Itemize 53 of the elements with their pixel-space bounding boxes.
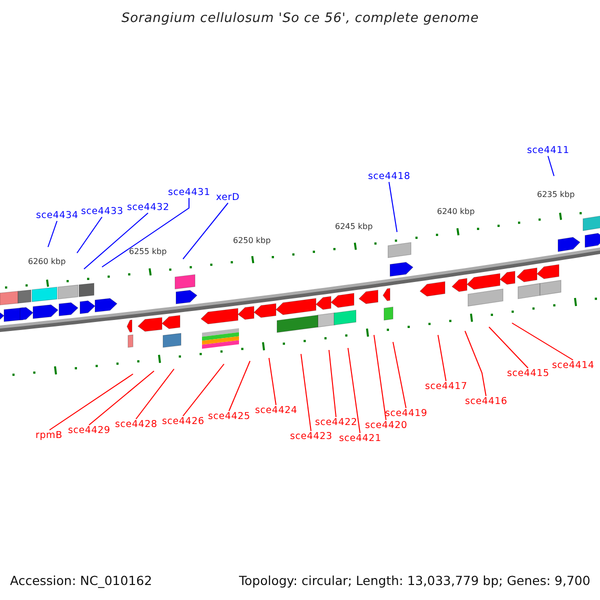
gene-label: sce4415 (507, 368, 550, 378)
gene-label: sce4431 (168, 186, 210, 198)
gene-label: sce4411 (527, 144, 570, 156)
leader-line (228, 360, 250, 412)
gene-label: sce4429 (68, 424, 110, 436)
leader-line (136, 368, 174, 420)
leader-line (374, 334, 386, 420)
leader-line (392, 342, 406, 408)
gene-label: sce4425 (208, 410, 250, 422)
gene-label: sce4423 (290, 430, 332, 442)
gene-label: sce4433 (81, 206, 124, 216)
gene-label: sce4428 (115, 418, 158, 430)
leader-line (464, 330, 486, 396)
gene-label: xerD (216, 192, 240, 202)
gene-label: sce4421 (339, 432, 382, 444)
gene-label: sce4418 (368, 170, 410, 182)
leader-line (328, 350, 336, 418)
footer-text: Accession: NC_010162 (10, 574, 152, 587)
gene-label: sce4426 (162, 416, 204, 426)
leader-line (182, 202, 228, 260)
gene-label: sce4414 (552, 360, 594, 370)
leader-line (488, 326, 528, 368)
gene-label: sce4419 (385, 408, 428, 418)
tick-label: 6245 kbp (335, 223, 373, 231)
leader-line (300, 354, 312, 432)
leader-line (548, 156, 554, 176)
leader-line (76, 216, 102, 254)
gene-label: sce4434 (36, 210, 78, 220)
title: Sorangium cellulosum 'So ce 56', complete genome (122, 12, 479, 24)
tick-label: 6260 kbp (28, 258, 66, 266)
leader-line (512, 322, 574, 360)
gene-label: sce4416 (465, 396, 508, 406)
leader-line (348, 348, 360, 434)
leader-line (438, 334, 446, 382)
tick-label: 6235 kbp (537, 191, 575, 199)
tick-label: 6255 kbp (129, 248, 167, 256)
leader-line (84, 212, 148, 270)
tick-label: 6250 kbp (233, 237, 271, 245)
gene-label: sce4424 (255, 404, 298, 416)
gene-label: rpmB (36, 430, 62, 440)
leader-line (49, 374, 134, 430)
gene-label: sce4432 (127, 202, 170, 212)
gene-label: sce4417 (425, 380, 468, 392)
leader-line (268, 358, 276, 406)
leader-line (182, 364, 224, 416)
tick-label: 6240 kbp (437, 208, 475, 216)
gene-label: sce4420 (365, 420, 408, 430)
footer-text: Topology: circular; Length: 13,033,779 bp; Genes: 9,700 (239, 574, 590, 587)
leader-line (48, 220, 58, 248)
gene-label: sce4422 (315, 416, 358, 428)
leader-line (102, 198, 190, 268)
leader-line (88, 370, 154, 426)
leader-line (388, 182, 398, 232)
